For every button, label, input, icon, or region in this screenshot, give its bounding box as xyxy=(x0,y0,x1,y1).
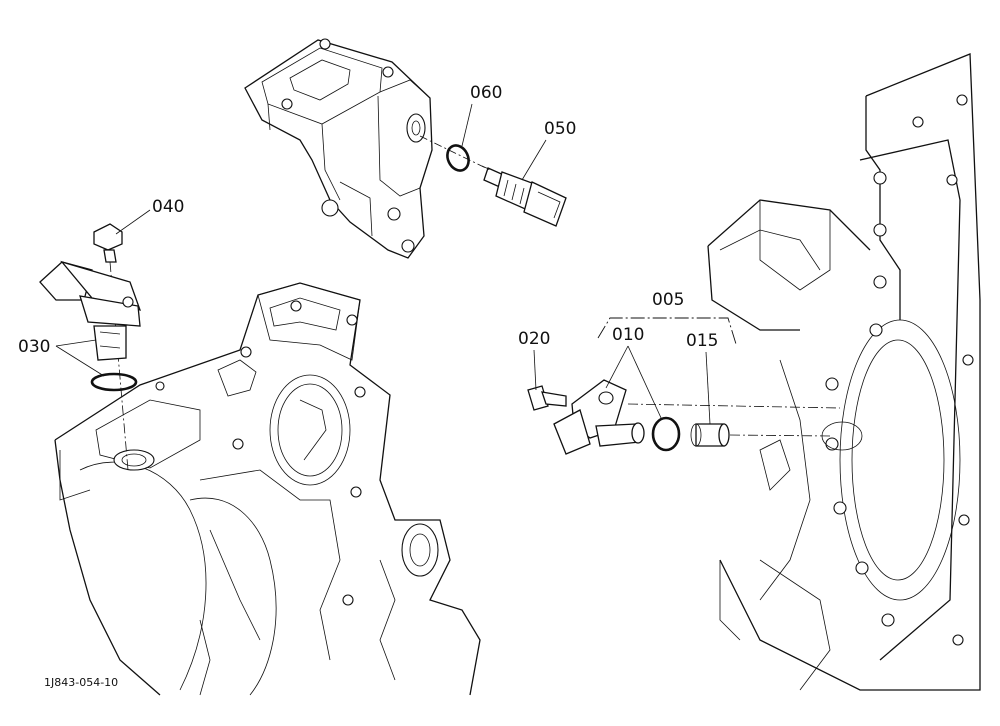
o-ring-060 xyxy=(446,144,470,172)
bolt-020 xyxy=(527,385,567,411)
callout-005: 005 xyxy=(652,290,684,310)
callout-010: 010 xyxy=(612,325,644,345)
callout-050: 050 xyxy=(544,119,576,139)
callout-030: 030 xyxy=(18,337,50,357)
leader-lines xyxy=(55,103,711,425)
callout-020: 020 xyxy=(518,329,550,349)
callout-040: 040 xyxy=(152,197,184,217)
callout-015: 015 xyxy=(686,331,718,351)
gear-case-housing xyxy=(54,282,481,696)
o-ring-010 xyxy=(651,416,681,452)
document-id: 1J843-054-10 xyxy=(44,676,118,689)
callout-060: 060 xyxy=(470,83,502,103)
flywheel-housing xyxy=(707,53,981,691)
o-ring-030 xyxy=(90,372,138,392)
sensor-010 xyxy=(553,379,645,455)
sensor-030 xyxy=(39,260,142,361)
water-flange-housing xyxy=(244,38,433,259)
bushing-015 xyxy=(690,423,730,447)
assembly-bracket-005 xyxy=(597,317,737,345)
bolt-040 xyxy=(93,223,123,263)
sensor-050 xyxy=(481,165,567,227)
